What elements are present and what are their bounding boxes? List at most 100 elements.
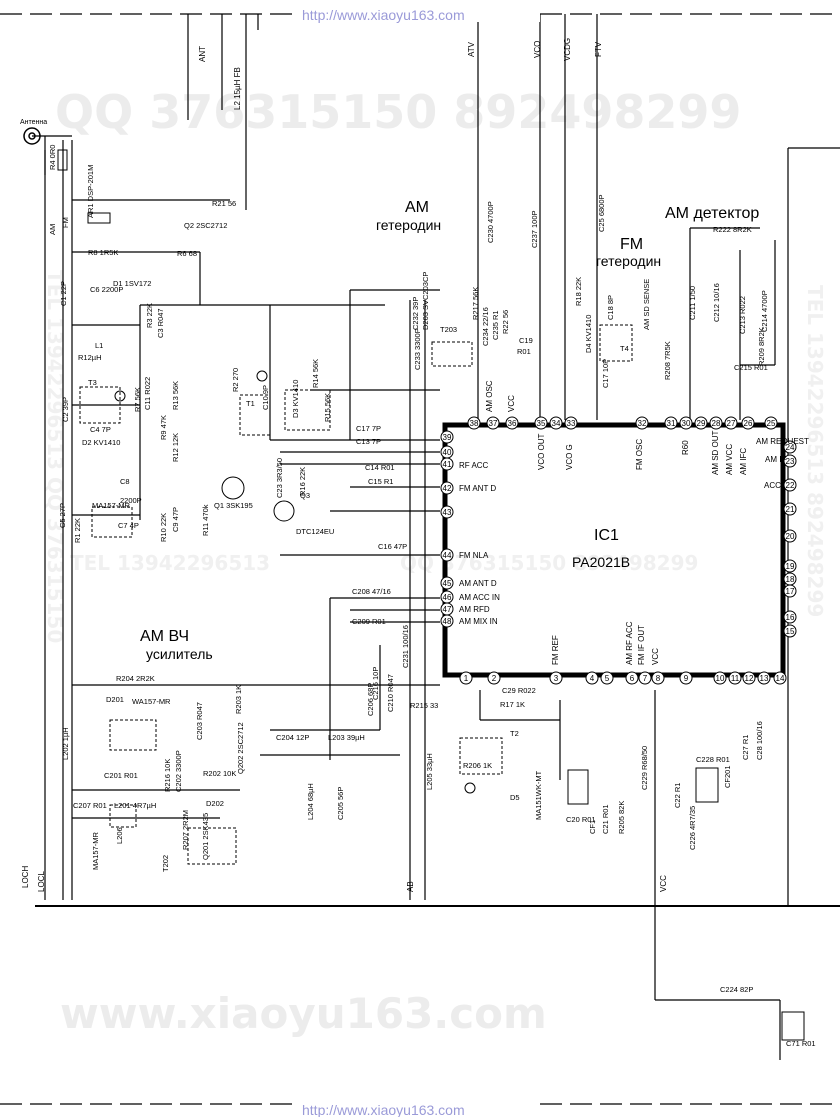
arrester-ar1 (87, 212, 111, 224)
pin-label-vco-out: VCO OUT (537, 433, 546, 470)
part-ref: L203 39µH (328, 733, 365, 742)
ic1-pin-number: 1 (464, 674, 469, 683)
ic1-pin-number: 22 (786, 481, 795, 490)
part-ref: C17 10P (601, 359, 610, 388)
trimmer-t3 (114, 390, 126, 402)
part-ref: Q3 (300, 491, 310, 500)
block-am-osc-line2: гетеродин (376, 217, 441, 233)
diode-d201 (109, 719, 157, 751)
ic1-pin-number: 39 (443, 433, 452, 442)
filter-cf51 (781, 1011, 805, 1041)
part-ref: C216 10P (371, 667, 380, 700)
pin-label-am-rf-acc: AM RF ACC (625, 621, 634, 665)
ic1-pin: 6 (625, 671, 639, 685)
part-ref: T202 (161, 855, 170, 872)
ic1-pin: 15 (783, 624, 797, 638)
part-ref: L202 1µH (61, 727, 70, 760)
part-ref: C209 R01 (352, 617, 386, 626)
part-ref: C201 R01 (104, 771, 138, 780)
bus-ftv: FTV (594, 41, 603, 57)
part-ref: R208 7R5K (663, 341, 672, 380)
part-ref: WA157-MR (132, 697, 171, 706)
ic1-pin-number: 31 (667, 419, 676, 428)
pin-label-am-osc: AM OSC (485, 380, 494, 412)
part-ref: T203 (440, 325, 457, 334)
part-ref: FM (61, 217, 70, 228)
ic1-pin: 16 (783, 610, 797, 624)
bus-loch: LOCH (21, 866, 30, 888)
part-ref: R12 12K (171, 433, 180, 462)
part-ref: T4 (620, 344, 629, 353)
ic1-pin-number: 24 (786, 443, 795, 452)
ic1-pin: 17 (783, 584, 797, 598)
filter-cf201 (695, 767, 719, 803)
part-ref: C5 27P (58, 503, 67, 528)
part-ref: T1 (246, 399, 255, 408)
bus-ant: ANT (198, 46, 207, 62)
trimmer-t2 (464, 782, 476, 794)
ic1-pin-number: 2 (492, 674, 497, 683)
ic1-pin: 14 (773, 671, 787, 685)
bus-ab: AB (406, 881, 415, 892)
block-am-rf-line2: усилитель (146, 646, 213, 662)
pin-label-fm-nla: FM NLA (459, 551, 489, 560)
varicap-d4 (599, 324, 633, 362)
ic1-pin-number: 21 (786, 505, 795, 514)
bus-locl: LOCL (37, 871, 46, 892)
ic1-pin-number: 41 (443, 460, 452, 469)
part-ref: C230 4700P (486, 201, 495, 243)
part-ref: C204 12P (276, 733, 309, 742)
ic1-pin: 40 (440, 445, 454, 459)
bus-l2: L2 15µH FB (233, 67, 242, 110)
part-ref: R217 56K (471, 287, 480, 320)
antenna-connector (23, 127, 41, 145)
part-ref: R222 8R2K (713, 225, 752, 234)
part-ref: D5 (510, 793, 520, 802)
pin-label-am-request: AM REQUEST (756, 437, 809, 446)
ic1-pin: 39 (440, 430, 454, 444)
ic1-pin: 4 (585, 671, 599, 685)
part-ref: R18 22K (574, 277, 583, 306)
part-ref: C17 7P (356, 424, 381, 433)
ic1-pin: 19 (783, 559, 797, 573)
ic1-pin-number: 16 (786, 613, 795, 622)
ic1-pin-number: 27 (727, 419, 736, 428)
part-ref: C15 R1 (368, 477, 393, 486)
part-ref: MA151WK-MT (534, 770, 543, 820)
part-ref: R12µH (78, 353, 102, 362)
ic1-pin-number: 13 (760, 674, 769, 683)
ic1-pin: 20 (783, 529, 797, 543)
pin-label-am-rfd: AM RFD (459, 605, 490, 614)
part-ref: Q1 3SK195 (214, 501, 253, 510)
part-ref: R16 22K (298, 467, 307, 496)
part-ref: AM (48, 224, 57, 235)
bus-atv: ATV (467, 41, 476, 57)
ic1-pin-number: 43 (443, 508, 452, 517)
ic1-pin-number: 45 (443, 579, 452, 588)
block-am-rf-line1: AM ВЧ (140, 628, 189, 645)
part-ref: R202 10K (203, 769, 236, 778)
part-ref: C213 R022 (738, 296, 747, 334)
transformer-t2 (459, 737, 503, 775)
ic1-pin: 25 (764, 416, 778, 430)
part-ref: R2 270 (231, 368, 240, 392)
ic1-pin: 43 (440, 505, 454, 519)
pin-label-r60: R60 (681, 440, 690, 455)
ic1-part: PA2021B (572, 554, 630, 570)
pin-label-am-vcc: AM VCC (725, 444, 734, 475)
ic1-pin: 5 (600, 671, 614, 685)
ic1-pin: 1 (459, 671, 473, 685)
ic1-pin: 45 (440, 576, 454, 590)
ic1-pin: 27 (724, 416, 738, 430)
part-ref: C16 47P (378, 542, 407, 551)
part-ref: C206 68P (366, 683, 375, 716)
ic1-pin-number: 7 (643, 674, 648, 683)
part-ref: R206 1K (463, 761, 492, 770)
part-ref: C233 3300P (413, 328, 422, 370)
bus-vco: VCO (533, 41, 542, 58)
part-ref: R6 68 (177, 249, 197, 258)
part-ref: 2200P (120, 496, 142, 505)
